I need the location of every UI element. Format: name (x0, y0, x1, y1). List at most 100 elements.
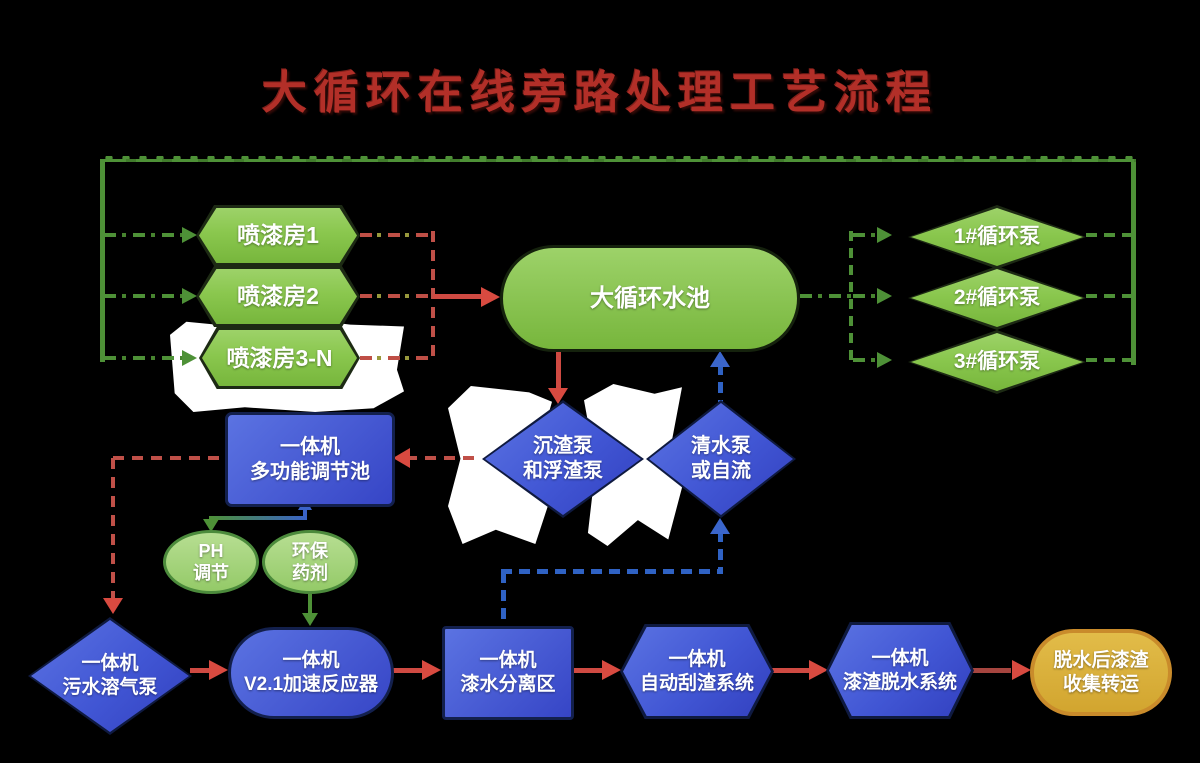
arrowhead-cleanpump-to-pool (710, 351, 730, 367)
arrowhead-to-collection (1012, 660, 1031, 680)
arrowhead-into-ph (203, 519, 219, 532)
node-label: 喷漆房3-N (226, 344, 333, 371)
node-circulation-pump-2: 2#循环泵 (908, 266, 1086, 330)
node-clean-water-pump: 清水泵 或自流 (646, 400, 796, 518)
node-label-line1: 一体机 (282, 650, 340, 672)
arrowhead-into-booth1 (182, 227, 197, 243)
node-paint-water-separation: 一体机 漆水分离区 (442, 626, 574, 720)
edge-up-to-cleanpump (718, 531, 723, 571)
node-label-line1: 一体机 (280, 435, 340, 458)
arrowhead-into-airpump (103, 598, 123, 614)
node-label-line1: 一体机 (479, 650, 537, 672)
arrowhead-into-pump2 (877, 288, 892, 304)
node-label: 2#循环泵 (953, 285, 1041, 309)
node-circulation-pool: 大循环水池 (500, 245, 800, 352)
edge-booth3-out (360, 356, 432, 360)
node-label-line2: 多功能调节池 (250, 460, 370, 483)
node-sludge-collection: 脱水后漆渣 收集转运 (1030, 629, 1172, 716)
edge-into-pump2 (853, 294, 877, 298)
node-label-line1: 沉渣泵 (533, 435, 593, 457)
edge-tank-ph-vertical (303, 507, 307, 519)
node-label-line2: 污水溶气泵 (62, 677, 158, 698)
edge-into-booth2 (104, 294, 182, 298)
arrowhead-into-booth2 (182, 288, 197, 304)
node-paint-booth-2: 喷漆房2 (196, 266, 360, 327)
node-label-line1: 环保 (292, 540, 328, 561)
node-label-line2: 药剂 (292, 563, 328, 583)
edge-into-pump3 (853, 358, 877, 362)
edge-reactor-to-separation (393, 668, 423, 673)
edge-booth2-out (360, 294, 432, 298)
edge-return-loop-right (1131, 162, 1136, 365)
node-paint-booth-3n: 喷漆房3-N (199, 327, 360, 389)
arrowhead-into-cleanpump (710, 518, 730, 534)
edge-into-pump1 (853, 233, 877, 237)
edge-into-booth1 (104, 233, 182, 237)
edge-tank-down (111, 458, 115, 600)
node-label: 喷漆房2 (237, 283, 319, 310)
edge-airpump-to-reactor (190, 668, 212, 673)
node-label-line2: 和浮渣泵 (523, 460, 603, 482)
edge-separation-to-scraper (573, 668, 603, 673)
node-regulating-tank: 一体机 多功能调节池 (225, 412, 395, 507)
arrowhead-into-pump3 (877, 352, 892, 368)
node-label: 大循环水池 (590, 284, 710, 312)
edge-separation-across (501, 569, 723, 574)
arrowhead-into-booth3 (182, 350, 197, 366)
edge-pump2-out (1086, 294, 1131, 298)
node-label: 3#循环泵 (953, 349, 1041, 373)
edge-scraper-to-dewatering (772, 668, 810, 673)
node-label-line2: V2.1加速反应器 (243, 674, 379, 695)
edge-pool-out (800, 294, 852, 298)
edge-pool-to-slagpump (556, 352, 561, 390)
node-label-line1: 清水泵 (691, 435, 751, 457)
edge-separation-up (501, 572, 506, 626)
node-circulation-pump-1: 1#循环泵 (908, 205, 1086, 269)
node-air-dissolve-pump: 一体机 污水溶气泵 (28, 617, 192, 735)
edge-return-loop-top (100, 156, 1136, 165)
node-label-line2: 调节 (193, 563, 229, 583)
arrowhead-into-pump1 (877, 227, 892, 243)
node-paint-booth-1: 喷漆房1 (196, 205, 360, 266)
node-label-line1: 一体机 (81, 653, 139, 675)
arrowhead-agent-to-reactor (302, 613, 318, 626)
arrowhead-to-separation (422, 660, 441, 680)
node-label-line1: 脱水后漆渣 (1053, 649, 1149, 671)
node-eco-agent: 环保 药剂 (262, 530, 358, 594)
node-label-line2: 漆水分离区 (460, 674, 556, 695)
edge-pump3-out (1086, 358, 1131, 362)
edge-tank-ph-horizontal (209, 516, 307, 520)
edge-booth1-out (360, 233, 432, 237)
node-sludge-dewatering: 一体机 漆渣脱水系统 (826, 622, 974, 719)
node-slag-scum-pump: 沉渣泵 和浮渣泵 (482, 400, 644, 518)
arrowhead-to-scraper (602, 660, 621, 680)
edge-tank-out (113, 456, 225, 460)
edge-pump1-out (1086, 233, 1131, 237)
arrowhead-to-dewatering (809, 660, 828, 680)
edge-dewatering-to-collection (973, 668, 1011, 673)
arrowhead-to-reactor (209, 660, 228, 680)
node-label-line1: 一体机 (871, 647, 929, 669)
edge-return-loop-left (100, 162, 105, 362)
edge-pump-distributor (849, 231, 853, 364)
node-label-line2: 收集转运 (1062, 673, 1139, 695)
arrowhead-slagpump-to-tank (393, 448, 410, 468)
edge-cleanpump-to-pool (718, 364, 723, 402)
arrowhead-into-pool (481, 287, 500, 307)
node-label-line2: 或自流 (691, 460, 751, 482)
edge-into-booth3 (104, 356, 182, 360)
edge-into-pool (433, 294, 483, 299)
edge-slagpump-to-tank (406, 456, 482, 460)
node-label: 1#循环泵 (953, 224, 1041, 248)
node-label-line2: 漆渣脱水系统 (842, 671, 957, 693)
node-label-line1: PH (198, 540, 224, 561)
node-label-line1: 一体机 (668, 648, 726, 670)
edge-agent-to-reactor (308, 594, 312, 616)
node-ph-adjust: PH 调节 (163, 530, 259, 594)
node-label: 喷漆房1 (237, 222, 319, 249)
node-label-line2: 自动刮渣系统 (639, 672, 754, 694)
node-circulation-pump-3: 3#循环泵 (908, 330, 1086, 394)
node-reactor: 一体机 V2.1加速反应器 (228, 627, 394, 719)
page-title: 大循环在线旁路处理工艺流程 (261, 66, 938, 119)
